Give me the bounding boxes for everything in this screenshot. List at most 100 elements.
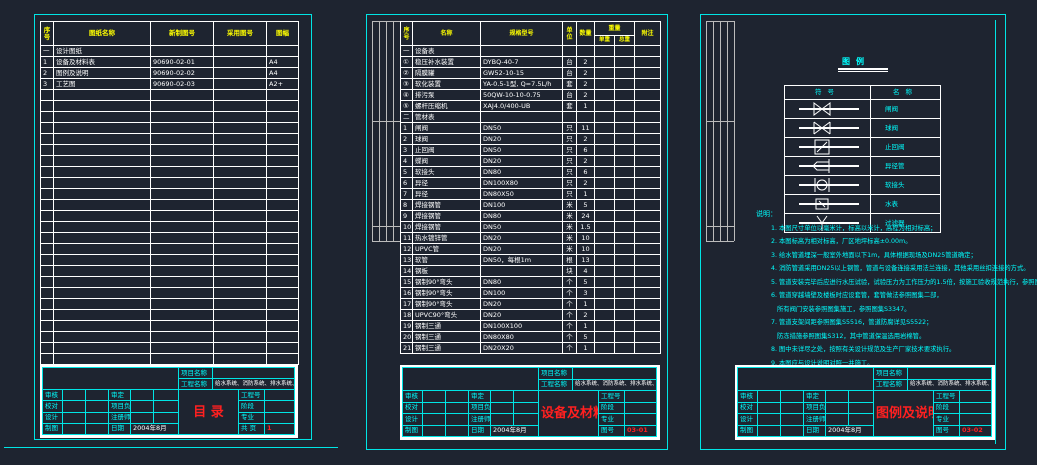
table-cell bbox=[613, 254, 636, 266]
table-cell bbox=[213, 287, 267, 299]
table-row bbox=[40, 177, 299, 189]
table-cell: UPVC90°弯头 bbox=[412, 309, 481, 321]
table-cell bbox=[40, 353, 54, 365]
table-cell bbox=[613, 111, 636, 123]
table-cell: 2 bbox=[576, 78, 595, 90]
table-cell bbox=[266, 144, 299, 156]
table-row bbox=[40, 342, 299, 354]
table-cell bbox=[53, 254, 151, 266]
table-cell: 1 bbox=[576, 100, 595, 112]
binding-line bbox=[386, 21, 387, 241]
column-header: 名称 bbox=[870, 85, 941, 100]
right-label: 阶段 bbox=[933, 401, 961, 414]
project-label: 工程名称 bbox=[178, 378, 214, 391]
table-row: 一设备表 bbox=[400, 45, 662, 57]
table-cell bbox=[213, 232, 267, 244]
table-cell bbox=[594, 320, 615, 332]
table-cell bbox=[150, 188, 214, 200]
note-line: 8. 图中未详尽之处，按照有关设计规范及生产厂家技术要求执行。 bbox=[771, 346, 956, 353]
table-cell: 只 bbox=[562, 155, 577, 167]
table-cell bbox=[40, 133, 54, 145]
column-header: 单位 bbox=[562, 21, 577, 46]
table-cell bbox=[213, 221, 267, 233]
table-cell bbox=[634, 287, 662, 299]
table-cell: 14 bbox=[400, 265, 413, 277]
table-cell bbox=[213, 166, 267, 178]
table-cell bbox=[85, 400, 109, 413]
table-cell bbox=[150, 232, 214, 244]
table-cell: 1.5 bbox=[576, 221, 595, 233]
date-value bbox=[130, 411, 154, 424]
table-cell bbox=[480, 45, 563, 57]
table-row bbox=[40, 144, 299, 156]
table-cell bbox=[613, 331, 636, 343]
mid-label: 审定 bbox=[468, 390, 491, 403]
table-cell bbox=[512, 390, 540, 403]
table-cell bbox=[634, 177, 662, 189]
table-cell: 设计图纸 bbox=[53, 45, 151, 57]
date-value: 2004年8月 bbox=[129, 422, 180, 436]
table-cell bbox=[53, 122, 151, 134]
table-cell bbox=[634, 309, 662, 321]
table-row: 二管材表 bbox=[400, 111, 662, 123]
table-cell bbox=[62, 400, 86, 413]
table-cell bbox=[40, 100, 54, 112]
table-cell bbox=[53, 188, 151, 200]
table-cell: 工艺图 bbox=[53, 78, 151, 90]
binding-line bbox=[706, 241, 734, 242]
table-row bbox=[40, 331, 299, 343]
table-cell: DN100X80 bbox=[480, 177, 563, 189]
table-cell: DN20 bbox=[480, 243, 563, 255]
notes-title: 说明： bbox=[756, 210, 777, 218]
table-cell: DN100 bbox=[480, 287, 563, 299]
column-header: 符号 bbox=[784, 85, 871, 100]
table-cell: 13 bbox=[576, 254, 595, 266]
table-cell: 米 bbox=[562, 221, 577, 233]
page-number bbox=[624, 413, 657, 426]
table-cell bbox=[613, 199, 636, 211]
mid-label: 日期 bbox=[468, 424, 491, 437]
table-row bbox=[40, 287, 299, 299]
table-cell bbox=[53, 287, 151, 299]
table-cell bbox=[213, 353, 267, 365]
page-number bbox=[264, 389, 295, 402]
table-cell bbox=[422, 424, 446, 437]
table-cell bbox=[266, 353, 299, 365]
table-cell: 4 bbox=[400, 155, 413, 167]
table-cell: 球阀 bbox=[412, 133, 481, 145]
table-cell bbox=[213, 199, 267, 211]
table-cell bbox=[40, 111, 54, 123]
table-cell bbox=[634, 133, 662, 145]
table-cell bbox=[266, 177, 299, 189]
table-row bbox=[40, 276, 299, 288]
table-cell: 90690-02-03 bbox=[150, 78, 214, 90]
table-cell bbox=[213, 111, 267, 123]
page-number bbox=[959, 390, 992, 403]
table-cell bbox=[40, 342, 54, 354]
date-value: 2004年8月 bbox=[489, 424, 540, 437]
table-cell bbox=[266, 188, 299, 200]
table-cell: A4 bbox=[266, 56, 299, 68]
binding-columns bbox=[372, 21, 401, 242]
note-line: 4. 消防管道采用DN25以上钢管，管道与设备连接采用法兰连接，其他采用丝扣连接… bbox=[771, 265, 1030, 272]
table-cell bbox=[213, 254, 267, 266]
table-cell bbox=[62, 411, 86, 424]
table-cell bbox=[53, 342, 151, 354]
right-label: 图号 bbox=[598, 424, 626, 437]
table-cell bbox=[213, 177, 267, 189]
table-cell bbox=[150, 45, 214, 57]
table-cell bbox=[594, 265, 615, 277]
table-cell bbox=[613, 177, 636, 189]
table-cell: 2 bbox=[576, 89, 595, 101]
column-header: 附注 bbox=[634, 21, 662, 46]
table-cell bbox=[266, 320, 299, 332]
table-row bbox=[40, 353, 299, 365]
check-valve-icon bbox=[784, 137, 871, 157]
table-row bbox=[40, 188, 299, 200]
